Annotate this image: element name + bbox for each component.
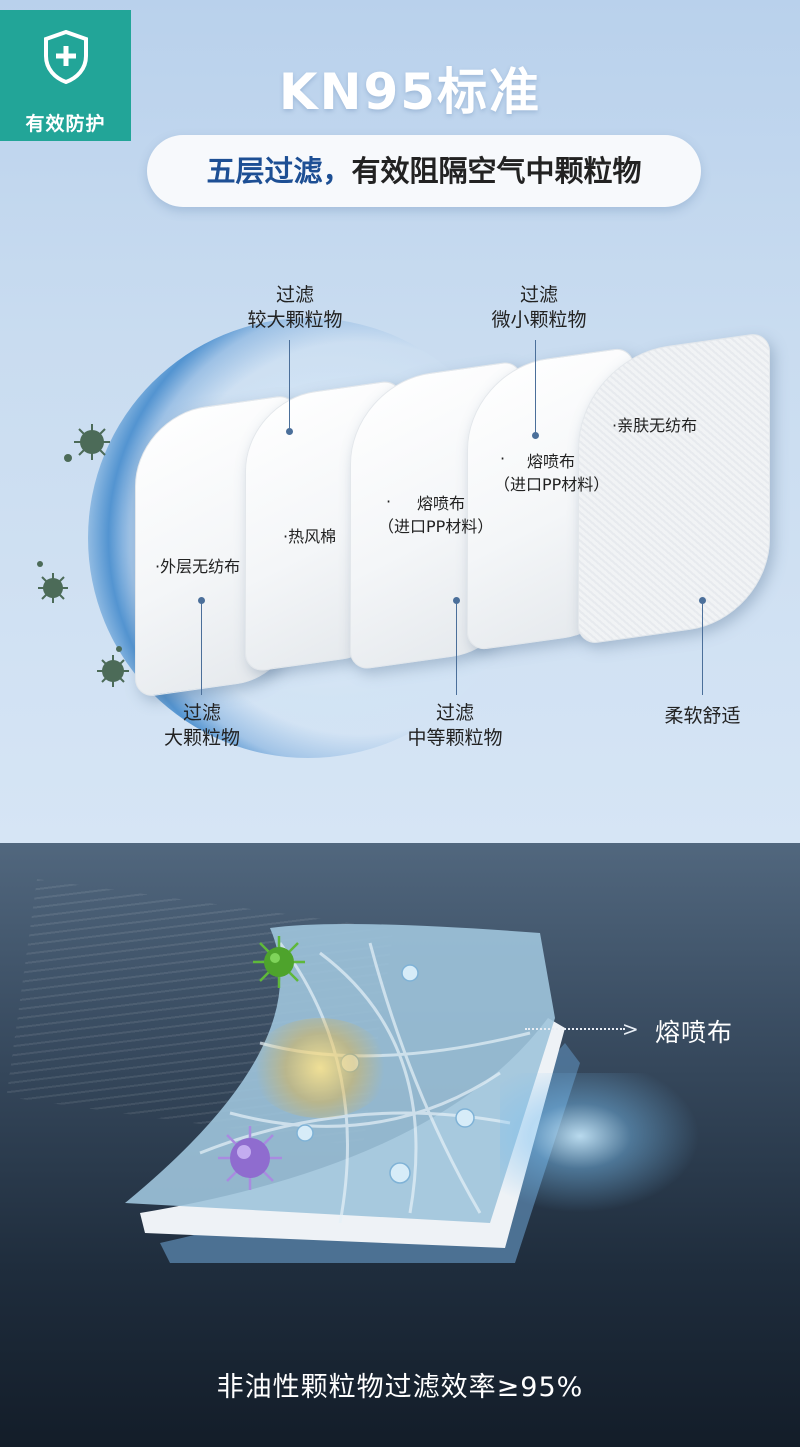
connector-dot — [532, 432, 539, 439]
callout-bottom-mid-line2: 中等颗粒物 — [407, 727, 503, 749]
layer-label-meltblown-1: 熔喷布 — [417, 494, 466, 513]
connector-line — [702, 603, 703, 695]
clean-air-sparkle — [500, 1073, 700, 1213]
layer-label-hot-air: ·热风棉 — [283, 527, 337, 546]
callout-top-right-line2: 微小颗粒物 — [491, 309, 587, 331]
badge-label: 有效防护 — [25, 113, 106, 135]
purple-virus-icon — [218, 1126, 282, 1190]
layer-label-meltblown-2: 熔喷布 — [527, 452, 576, 471]
subtitle-rest: 有效阻隔空气中颗粒物 — [351, 154, 642, 188]
filter-layers-section: 有效防护 KN95标准 五层过滤，有效阻隔空气中颗粒物 ·外层无纺布 — [0, 0, 800, 843]
particle-glow — [250, 1018, 390, 1118]
virus-icon — [37, 561, 68, 603]
meltblown-label: 熔喷布 — [655, 1018, 734, 1047]
subtitle-highlight: 五层过滤， — [206, 154, 352, 188]
callout-top-left-line1: 过滤 — [275, 284, 314, 306]
connector-line — [535, 340, 536, 435]
connector-line — [201, 603, 202, 695]
connector-line — [289, 340, 290, 430]
callout-bottom-left-line2: 大颗粒物 — [163, 727, 240, 749]
layer-label-dot: · — [500, 449, 506, 468]
connector-line — [456, 603, 457, 695]
connector-dot — [699, 597, 706, 604]
connector-dot — [198, 597, 205, 604]
arrow-dotted-line — [525, 1028, 625, 1030]
layer-sub-meltblown-1: （进口PP材料） — [378, 517, 494, 536]
callout-bottom-right: 柔软舒适 — [664, 705, 741, 727]
virus-icon — [97, 646, 129, 687]
layer-sub-meltblown-2: （进口PP材料） — [494, 475, 610, 494]
subtitle-pill: 五层过滤，有效阻隔空气中颗粒物 — [147, 135, 701, 207]
protection-badge: 有效防护 — [0, 10, 131, 141]
callout-bottom-left-line1: 过滤 — [182, 702, 221, 724]
page-title: KN95标准 — [278, 63, 542, 121]
callout-bottom-mid-line1: 过滤 — [435, 702, 474, 724]
meltblown-illustration-section: > 熔喷布 非油性颗粒物过滤效率≥95% — [0, 843, 800, 1447]
callout-top-left-line2: 较大颗粒物 — [247, 309, 343, 331]
layer-label-skin: ·亲肤无纺布 — [612, 416, 698, 435]
connector-dot — [453, 597, 460, 604]
shield-plus-icon — [44, 30, 88, 84]
layer-label-outer: ·外层无纺布 — [155, 557, 241, 576]
layer-label-dot: · — [386, 492, 392, 511]
green-virus-icon — [253, 936, 305, 988]
connector-dot — [286, 428, 293, 435]
filtration-efficiency-caption: 非油性颗粒物过滤效率≥95% — [216, 1372, 584, 1403]
arrow-head-icon: > — [622, 1017, 639, 1041]
callout-top-right-line1: 过滤 — [519, 284, 558, 306]
virus-icon — [64, 424, 110, 462]
